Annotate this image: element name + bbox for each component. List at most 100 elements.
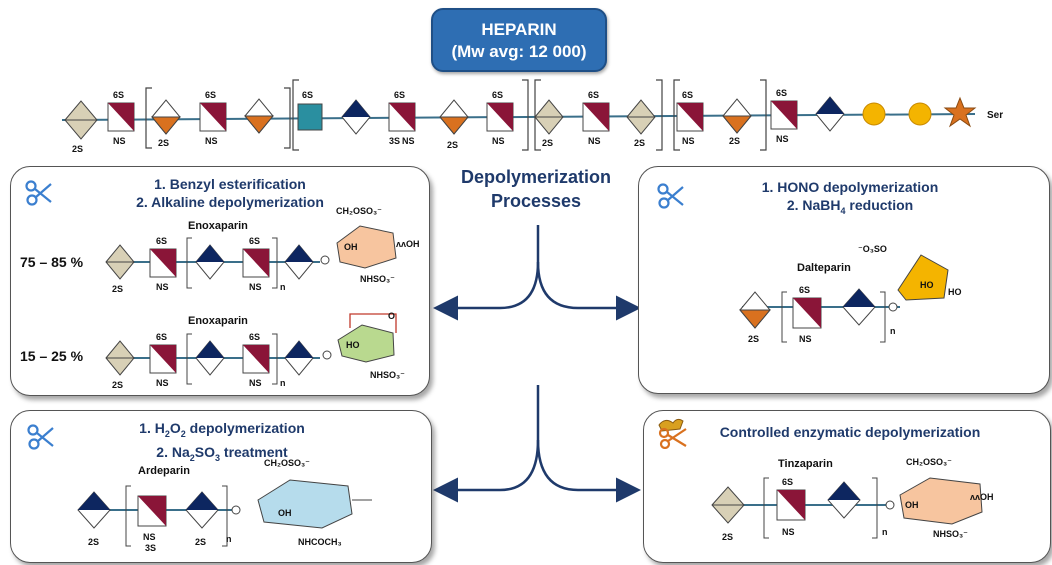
glca-navy-diamond-2	[815, 96, 845, 132]
ardeparin-step1-mid: O	[169, 420, 181, 436]
svg-text:HO: HO	[346, 340, 360, 350]
heparin-title-box: HEPARIN (Mw avg: 12 000)	[431, 8, 607, 72]
svg-text:2S: 2S	[158, 138, 169, 148]
svg-text:NS: NS	[205, 136, 218, 146]
svg-text:3S: 3S	[145, 543, 156, 553]
svg-text:NHCOCH₃: NHCOCH₃	[298, 537, 342, 547]
svg-text:6S: 6S	[205, 90, 216, 100]
svg-text:NS: NS	[782, 527, 795, 537]
svg-text:HO: HO	[948, 287, 962, 297]
ardeparin-step2-sub2: 3	[215, 452, 221, 463]
svg-text:6S: 6S	[776, 88, 787, 98]
svg-text:6S: 6S	[782, 477, 793, 487]
svg-text:2S: 2S	[748, 334, 759, 344]
tinzaparin-title: Controlled enzymatic depolymerization	[719, 424, 981, 440]
svg-text:NS: NS	[682, 136, 695, 146]
svg-text:2S: 2S	[722, 532, 733, 542]
svg-text:NS: NS	[249, 378, 262, 388]
enoxaparin-steps: 1. Benzyl esterification 2. Alkaline dep…	[120, 175, 340, 211]
svg-text:CH₂OSO₃⁻: CH₂OSO₃⁻	[264, 458, 310, 468]
center-title-line1: Depolymerization	[460, 167, 612, 187]
dalteparin-step2-sub: 4	[840, 205, 846, 216]
svg-text:n: n	[226, 534, 232, 544]
glcua-diamond-1	[64, 100, 98, 140]
ardeparin-step1-sub2: 2	[180, 428, 186, 439]
enoxaparin-name-1: Enoxaparin	[188, 220, 248, 232]
svg-text:6S: 6S	[249, 236, 260, 246]
ardeparin-step2-sub1: 2	[189, 452, 195, 463]
svg-text:n: n	[280, 282, 286, 292]
svg-text:NHSO₃⁻: NHSO₃⁻	[370, 370, 405, 380]
glcns-square-2	[199, 102, 227, 132]
panel-ardeparin	[10, 410, 432, 563]
glcnac-teal-square	[297, 103, 323, 131]
svg-text:6S: 6S	[394, 90, 405, 100]
idoa-diamond-2	[243, 98, 275, 134]
svg-text:6S: 6S	[682, 90, 693, 100]
enoxaparin-step1: 1. Benzyl esterification	[154, 176, 306, 192]
svg-text:n: n	[882, 527, 888, 537]
ser-label: Ser	[987, 110, 1003, 121]
svg-text:n: n	[280, 378, 286, 388]
heparin-mw: (Mw avg: 12 000)	[451, 42, 587, 61]
svg-text:NHSO₃⁻: NHSO₃⁻	[933, 529, 968, 539]
heparin-title: HEPARIN	[481, 20, 557, 39]
idoa-diamond-3	[438, 99, 470, 135]
svg-text:n: n	[890, 326, 896, 336]
svg-text:2S: 2S	[72, 144, 83, 154]
glcua-diamond-3	[626, 99, 656, 135]
glcns-square-7	[770, 100, 798, 130]
enoxaparin-name-2: Enoxaparin	[188, 315, 248, 327]
svg-text:NS: NS	[156, 282, 169, 292]
gal-circle-2	[908, 102, 932, 126]
enoxaparin-pct-1: 75 – 85 %	[20, 254, 84, 270]
enoxaparin-pct-2: 15 – 25 %	[20, 348, 84, 364]
svg-text:ʌʌOH: ʌʌOH	[396, 239, 420, 249]
enoxaparin-step2: 2. Alkaline depolymerization	[136, 194, 324, 210]
glcns-square-5	[582, 102, 610, 132]
svg-text:NS: NS	[402, 136, 415, 146]
svg-text:NS: NS	[776, 134, 789, 144]
svg-text:OH: OH	[278, 508, 292, 518]
svg-text:6S: 6S	[588, 90, 599, 100]
svg-text:⁻O₃SO: ⁻O₃SO	[858, 244, 887, 254]
ardeparin-step2-mid: SO	[194, 443, 215, 460]
star-icon	[943, 96, 977, 128]
svg-text:2S: 2S	[447, 140, 458, 150]
svg-text:2S: 2S	[112, 284, 123, 294]
glcns-square-3	[388, 102, 416, 132]
svg-text:NS: NS	[799, 334, 812, 344]
glca-navy-diamond-1	[341, 99, 371, 135]
ardeparin-name: Ardeparin	[138, 465, 190, 477]
svg-text:3S: 3S	[389, 136, 400, 146]
ardeparin-step1-sub1: 2	[164, 428, 170, 439]
svg-text:6S: 6S	[302, 90, 313, 100]
tinzaparin-name: Tinzaparin	[778, 458, 833, 470]
dalteparin-step2-prefix: 2. NaBH	[786, 197, 841, 213]
glcns-square-4	[486, 102, 514, 132]
svg-text:6S: 6S	[156, 332, 167, 342]
svg-text:OH: OH	[344, 242, 358, 252]
ardeparin-step1-prefix: 1. H	[139, 420, 165, 436]
glcns-square-6	[676, 102, 704, 132]
svg-text:HO: HO	[920, 280, 934, 290]
svg-text:2S: 2S	[729, 136, 740, 146]
enzyme-scissors-icon	[658, 418, 687, 449]
svg-text:2S: 2S	[195, 537, 206, 547]
ardeparin-step1: 1. H2O2 depolymerization	[112, 419, 332, 443]
svg-text:ʌʌOH: ʌʌOH	[970, 492, 994, 502]
dalteparin-step2-suffix: reduction	[845, 197, 914, 213]
dalteparin-name: Dalteparin	[797, 262, 851, 274]
dalteparin-step1: 1. HONO depolymerization	[761, 179, 939, 195]
ardeparin-step2-suffix: treatment	[220, 443, 288, 460]
svg-text:2S: 2S	[88, 537, 99, 547]
center-title: Depolymerization Processes	[446, 165, 626, 213]
gal-circle-1	[862, 102, 886, 126]
svg-text:6S: 6S	[249, 332, 260, 342]
